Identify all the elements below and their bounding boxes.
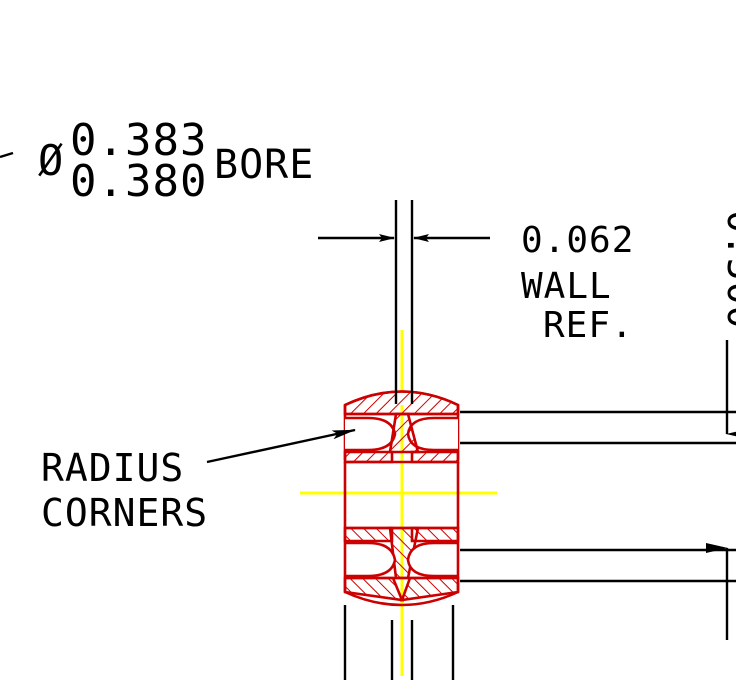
left-leader-stub [0,151,14,159]
radius-corners-line2: CORNERS [41,491,208,535]
wall-dimension-value: 0.062 [521,220,634,261]
radius-corners-leader [206,428,356,464]
inner-ring-upper-band-left [343,450,394,464]
inner-ring-lower-band-left [343,526,394,543]
bore-label: BORE [214,142,314,188]
centerlines-group [300,330,497,676]
outer-ring-bottom-arc [344,590,459,607]
inner-ring-upper-wedge [388,412,420,454]
wall-label-line1: WALL [521,266,612,307]
inner-ring-upper-band-right [410,450,460,464]
ball-cavity-lower-right [406,541,458,578]
bore-upper-tolerance: 0.383 [70,115,207,166]
bore-lower-tolerance: 0.380 [70,156,207,207]
ball-cavity-upper-left [345,416,397,452]
dimension-lines-group [0,151,736,680]
outer-ring-upper-hatch [343,390,460,416]
bearing-cross-section [343,390,460,607]
vertical-dimension-value: 0.500 [719,210,736,329]
bore-diameter-symbol: Ø [38,136,64,185]
ball-cavity-lower-left [345,541,397,578]
wall-label-line2: REF. [543,305,634,346]
radius-corners-line1: RADIUS [41,446,184,490]
